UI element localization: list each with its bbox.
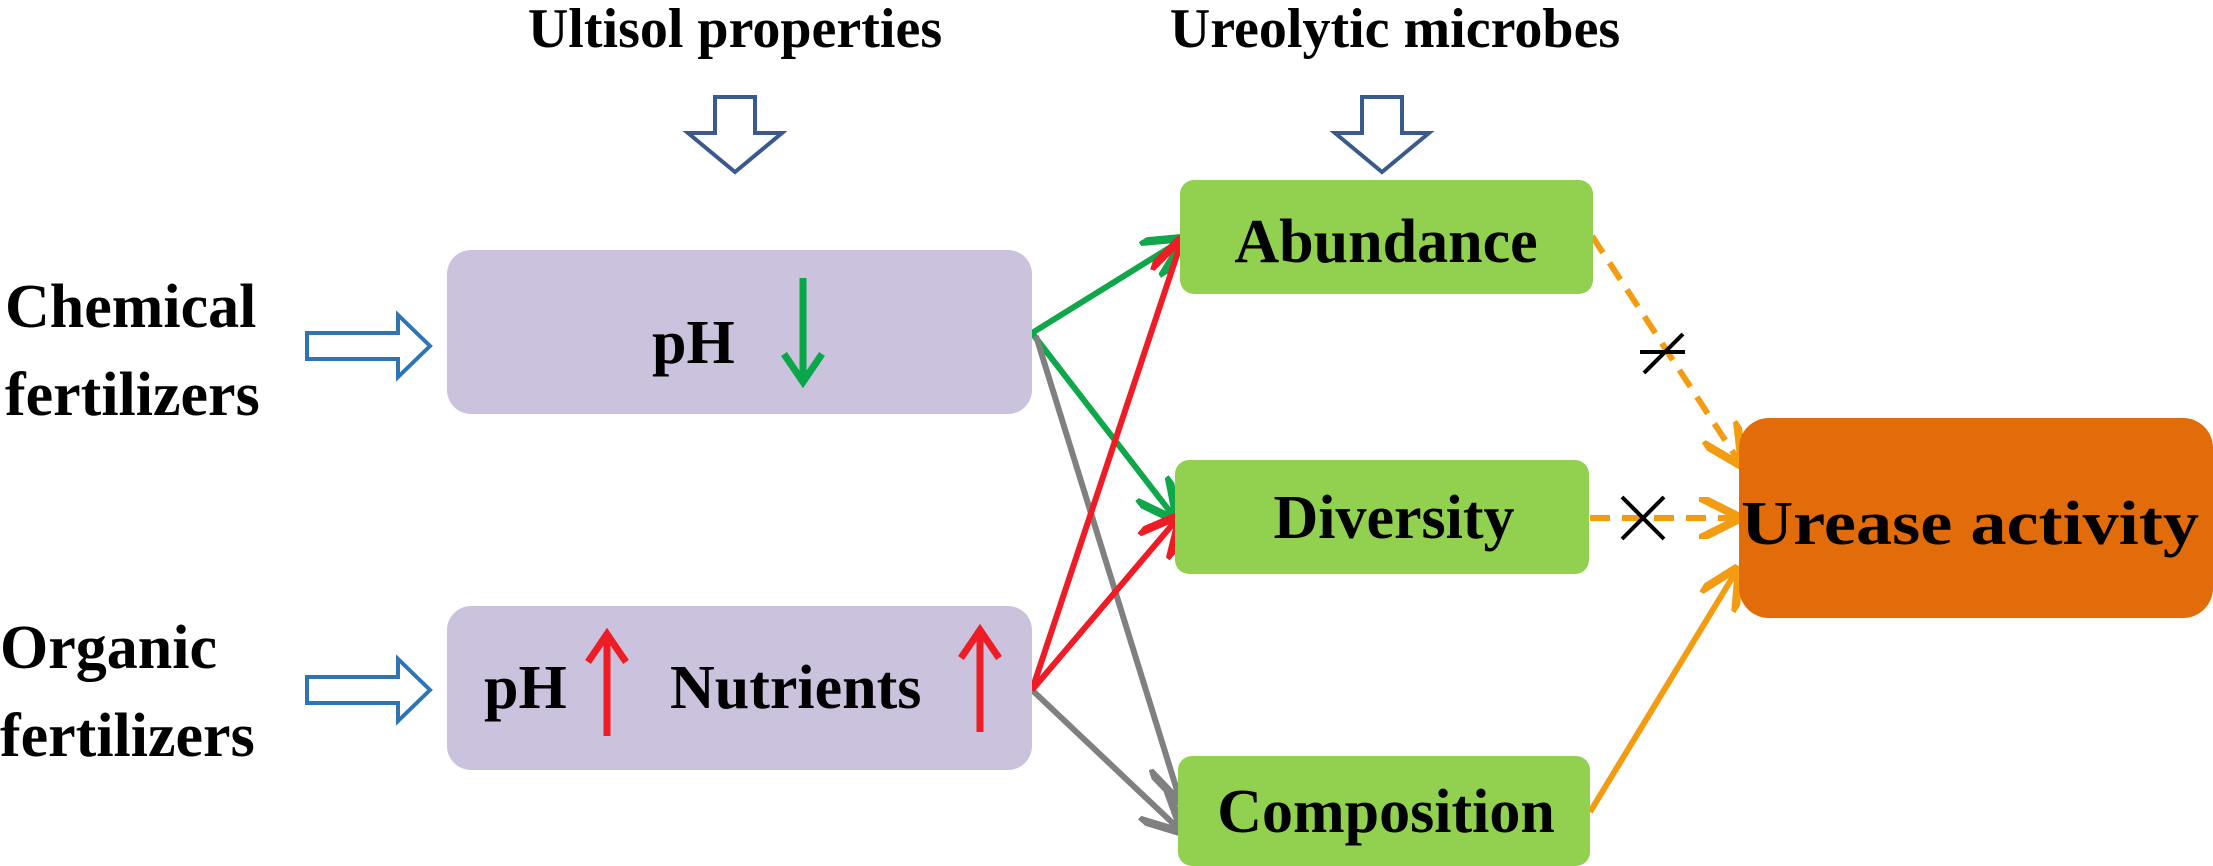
organic-ph-label: pH (484, 654, 567, 722)
arrow-up-icon (585, 627, 629, 736)
arrow-up-icon (958, 623, 1002, 732)
header-ureolytic-microbes: Ureolytic microbes (1170, 0, 1620, 60)
link-organic-to-abundance (1029, 240, 1182, 691)
link-chemical-ph-to-diversity (1029, 331, 1175, 518)
header-ultisol-properties: Ultisol properties (528, 0, 942, 60)
link-chemical-ph-to-composition (1033, 335, 1180, 800)
input-organic-fertilizers-line1: Organic (0, 614, 217, 682)
hollow-right-arrow-icon (305, 310, 433, 382)
diversity-label: Diversity (1273, 484, 1514, 552)
hollow-down-arrow-icon (1329, 95, 1435, 175)
organic-nutrients-label: Nutrients (670, 654, 921, 722)
diversity-box: Diversity (1175, 460, 1589, 574)
link-chemical-ph-to-abundance (1030, 240, 1182, 336)
cross-mark-icon (1640, 332, 1685, 375)
input-chemical-fertilizers-line2: fertilizers (5, 361, 260, 429)
arrow-down-icon (781, 278, 825, 389)
input-organic-fertilizers-line2: fertilizers (0, 702, 255, 770)
composition-box: Composition (1178, 756, 1590, 866)
link-composition-to-urease (1587, 570, 1737, 814)
urease-activity-label: Urease activity (1741, 490, 2199, 558)
abundance-box: Abundance (1180, 180, 1593, 294)
link-organic-to-diversity (1029, 518, 1178, 692)
input-chemical-fertilizers-line1: Chemical (5, 273, 256, 341)
hollow-right-arrow-icon (305, 654, 433, 726)
abundance-label: Abundance (1234, 208, 1537, 276)
chemical-ph-label: pH (652, 309, 735, 377)
link-arrows (1029, 236, 1740, 830)
organic-properties-box: pH Nutrients (447, 606, 1032, 770)
cross-mark-icon (1620, 495, 1666, 541)
composition-label: Composition (1217, 778, 1555, 846)
urease-activity-box: Urease activity (1739, 418, 2213, 618)
link-organic-to-composition (1029, 687, 1180, 830)
chemical-ph-box: pH (447, 250, 1032, 414)
hollow-down-arrow-icon (682, 95, 788, 175)
